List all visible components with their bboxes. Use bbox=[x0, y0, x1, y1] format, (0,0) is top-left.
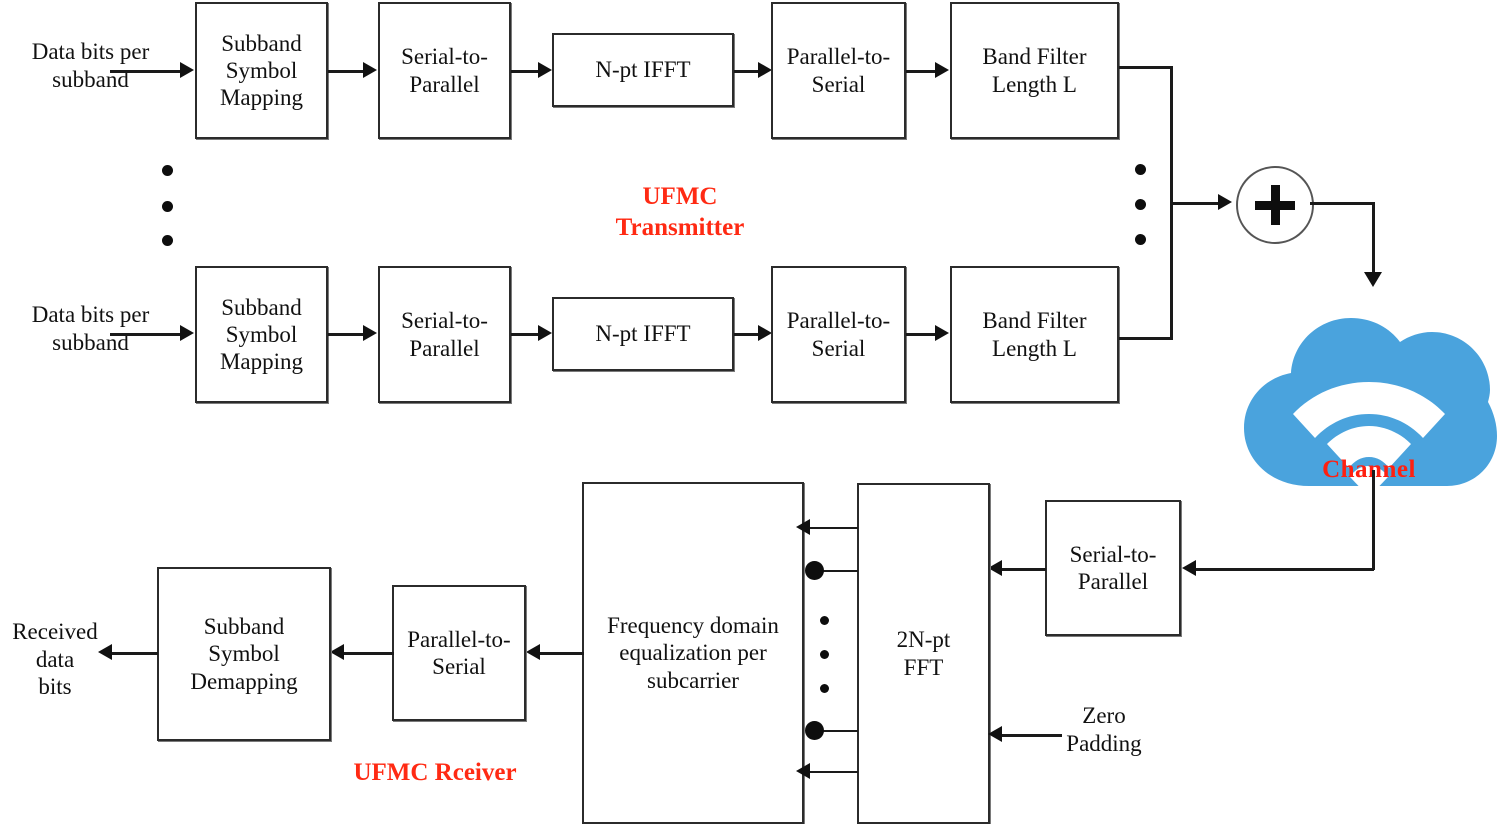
channel-label: Channel bbox=[1322, 456, 1416, 483]
wire-tx-top-1 bbox=[328, 70, 366, 73]
tx-bottom-n-pt-ifft-label: N-pt IFFT bbox=[595, 321, 691, 347]
arrowhead-tx-bot-3 bbox=[758, 325, 772, 341]
arrowhead-tx-top-input bbox=[180, 62, 194, 78]
tx-bus-ellipsis-dot-1 bbox=[1135, 164, 1146, 175]
wire-sum-to-channel-h bbox=[1310, 202, 1374, 205]
arrowhead-channel-input bbox=[1364, 272, 1382, 287]
wire-bus-to-sum bbox=[1170, 202, 1224, 205]
tx-bottom-subband-symbol-mapping-label: Subband Symbol Mapping bbox=[219, 294, 304, 375]
rx-ellipsis-dot-1 bbox=[820, 616, 829, 625]
wire-sum-to-channel-v bbox=[1372, 202, 1375, 277]
arrowhead-demapping-input bbox=[330, 644, 344, 660]
tx-bottom-serial-to-parallel-label: Serial-to- Parallel bbox=[401, 308, 488, 361]
arrowhead-tx-bot-1 bbox=[363, 325, 377, 341]
tx-ellipsis-dot-2 bbox=[162, 201, 173, 212]
wire-rx-s2p-to-fft bbox=[1000, 568, 1046, 571]
tx-ellipsis-dot-3 bbox=[162, 235, 173, 246]
tx-top-band-filter[interactable]: Band Filter Length L bbox=[950, 2, 1119, 139]
wire-rx-output bbox=[112, 652, 158, 655]
rx-output-label: Received data bits bbox=[12, 619, 98, 700]
wire-channel-to-rx-v bbox=[1372, 470, 1375, 570]
tx-top-n-pt-ifft-label: N-pt IFFT bbox=[595, 57, 691, 83]
rx-serial-to-parallel[interactable]: Serial-to- Parallel bbox=[1045, 500, 1181, 636]
wire-channel-to-rx-h bbox=[1196, 568, 1374, 571]
rx-subband-symbol-demapping[interactable]: Subband Symbol Demapping bbox=[157, 567, 331, 741]
wire-tx-top-2 bbox=[511, 70, 541, 73]
arrowhead-rx-fft-input-top bbox=[988, 560, 1002, 576]
arrowhead-rx-p2s-input bbox=[526, 644, 540, 660]
cloud-wifi-icon bbox=[1244, 318, 1497, 497]
arrowhead-tx-top-2 bbox=[538, 62, 552, 78]
arrowhead-fft-fde-1 bbox=[796, 519, 810, 535]
tx-top-parallel-to-serial[interactable]: Parallel-to- Serial bbox=[771, 2, 906, 139]
wire-tx-top-4 bbox=[906, 70, 939, 73]
plus-icon-vertical bbox=[1270, 185, 1280, 225]
wire-fde-to-p2s bbox=[540, 652, 584, 655]
rx-ellipsis-dot-3 bbox=[820, 684, 829, 693]
tx-top-band-filter-label: Band Filter Length L bbox=[982, 44, 1087, 97]
tx-top-n-pt-ifft[interactable]: N-pt IFFT bbox=[552, 33, 734, 107]
wire-tx-bot-out bbox=[1119, 337, 1173, 340]
summation-node[interactable] bbox=[1236, 166, 1314, 244]
wire-tx-bot-input bbox=[110, 333, 182, 336]
tx-bottom-subband-symbol-mapping[interactable]: Subband Symbol Mapping bbox=[195, 266, 328, 403]
wire-tx-bot-1 bbox=[328, 333, 366, 336]
rx-subband-symbol-demapping-label: Subband Symbol Demapping bbox=[190, 614, 298, 694]
rx-2n-pt-fft-label: 2N-pt FFT bbox=[896, 627, 951, 680]
tx-bottom-serial-to-parallel[interactable]: Serial-to- Parallel bbox=[378, 266, 511, 403]
wire-zero-padding bbox=[1000, 734, 1062, 737]
zero-padding-label: Zero Padding bbox=[1066, 703, 1142, 756]
tx-input-label-top: Data bits per subband bbox=[31, 39, 150, 92]
arrowhead-tx-bot-4 bbox=[935, 325, 949, 341]
rx-parallel-to-serial-label: Parallel-to- Serial bbox=[407, 626, 511, 679]
wire-tx-bot-4 bbox=[906, 333, 939, 336]
tx-bottom-parallel-to-serial[interactable]: Parallel-to- Serial bbox=[771, 266, 906, 403]
tx-bus-ellipsis-dot-2 bbox=[1135, 199, 1146, 210]
tx-bottom-n-pt-ifft[interactable]: N-pt IFFT bbox=[552, 297, 734, 371]
rx-frequency-domain-equalization-label: Frequency domain equalization per subcar… bbox=[607, 613, 779, 693]
wire-tx-top-3 bbox=[734, 70, 764, 73]
tx-top-serial-to-parallel[interactable]: Serial-to- Parallel bbox=[378, 2, 511, 139]
arrowhead-tx-top-3 bbox=[758, 62, 772, 78]
wire-fft-fde-4 bbox=[806, 771, 858, 773]
wire-tx-bot-3 bbox=[734, 333, 764, 336]
arrowhead-rx-s2p-input bbox=[1182, 560, 1196, 576]
wire-tx-bot-2 bbox=[511, 333, 541, 336]
wire-p2s-to-demapping bbox=[344, 652, 394, 655]
arrowhead-tx-top-4 bbox=[935, 62, 949, 78]
ufmc-transmitter-label: UFMC Transmitter bbox=[615, 183, 745, 241]
tx-top-subband-symbol-mapping-label: Subband Symbol Mapping bbox=[219, 30, 304, 111]
arrowhead-rx-output bbox=[98, 644, 112, 660]
rx-2n-pt-fft[interactable]: 2N-pt FFT bbox=[857, 483, 990, 824]
tx-ellipsis-dot-1 bbox=[162, 165, 173, 176]
tx-input-label-bottom: Data bits per subband bbox=[31, 302, 150, 355]
arrowhead-fft-fde-4 bbox=[796, 763, 810, 779]
ufmc-receiver-label: UFMC Rceiver bbox=[353, 759, 517, 786]
arrowhead-zero-padding bbox=[988, 726, 1002, 742]
tx-bottom-band-filter-label: Band Filter Length L bbox=[982, 308, 1087, 361]
tx-bus-ellipsis-dot-3 bbox=[1135, 234, 1146, 245]
tx-top-subband-symbol-mapping[interactable]: Subband Symbol Mapping bbox=[195, 2, 328, 139]
arrowhead-tx-bot-2 bbox=[538, 325, 552, 341]
rx-ellipsis-dot-2 bbox=[820, 650, 829, 659]
rx-parallel-to-serial[interactable]: Parallel-to- Serial bbox=[392, 585, 526, 721]
rx-serial-to-parallel-label: Serial-to- Parallel bbox=[1069, 541, 1157, 594]
wire-tx-top-input bbox=[110, 70, 182, 73]
channel-cloud[interactable]: Channel bbox=[1238, 290, 1500, 497]
tx-bottom-parallel-to-serial-label: Parallel-to- Serial bbox=[786, 308, 891, 361]
node-dot-fft-fde-3 bbox=[805, 721, 824, 740]
wire-fft-fde-1 bbox=[806, 527, 858, 529]
wire-fft-fde-2 bbox=[822, 570, 858, 572]
wire-fft-fde-3 bbox=[822, 730, 858, 732]
wire-tx-top-out bbox=[1119, 66, 1173, 69]
tx-top-serial-to-parallel-label: Serial-to- Parallel bbox=[401, 44, 488, 97]
arrowhead-sum-input bbox=[1218, 194, 1232, 210]
tx-bottom-band-filter[interactable]: Band Filter Length L bbox=[950, 266, 1119, 403]
node-dot-fft-fde-2 bbox=[805, 561, 824, 580]
tx-top-parallel-to-serial-label: Parallel-to- Serial bbox=[786, 44, 891, 97]
arrowhead-tx-top-1 bbox=[363, 62, 377, 78]
rx-frequency-domain-equalization[interactable]: Frequency domain equalization per subcar… bbox=[582, 482, 804, 824]
arrowhead-tx-bot-input bbox=[180, 325, 194, 341]
